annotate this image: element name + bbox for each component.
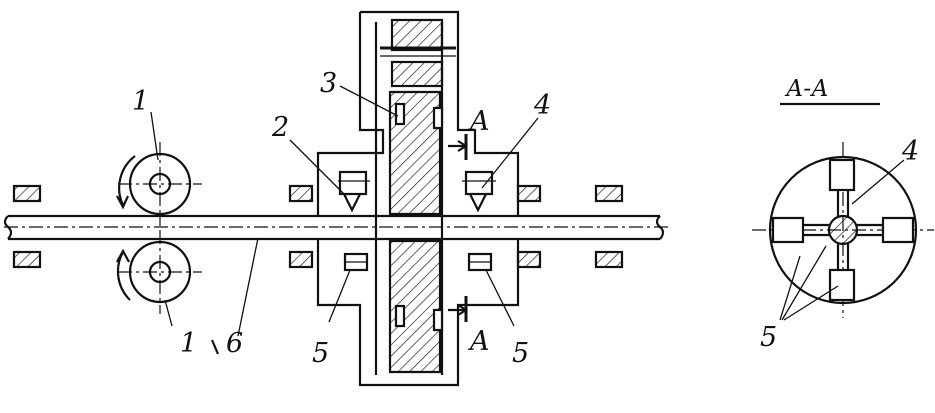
section-view-a-a: А-А 4 5 [752, 76, 934, 353]
label-insert: 4 [533, 90, 551, 121]
guide-supports [12, 184, 624, 269]
roller-top [116, 142, 202, 226]
bearing-right [467, 252, 493, 272]
bearing-left [343, 252, 369, 272]
section-title: А-А [784, 76, 829, 102]
cutter-left [338, 170, 370, 213]
label-cutter: 2 [271, 112, 289, 143]
bar-workpiece [3, 214, 668, 241]
bar-label-tick [210, 339, 220, 355]
section-label-4: 4 [901, 136, 919, 167]
roller-bottom [116, 230, 202, 314]
rotor-disk [380, 18, 456, 374]
label-section-mark-bottom: A [467, 326, 490, 357]
label-bearing-left: 5 [312, 338, 329, 369]
label-disk: 3 [320, 68, 337, 99]
label-bearing-right: 5 [512, 338, 529, 369]
section-label-5: 5 [760, 322, 777, 353]
cutter-right [462, 170, 496, 213]
label-roller-bottom: 1 [180, 328, 197, 359]
label-section-mark-top: A [467, 106, 490, 137]
leader-lines [150, 85, 539, 337]
section-cut-marks [448, 134, 469, 322]
label-roller-top: 1 [132, 86, 149, 117]
label-bar: 6 [226, 328, 243, 359]
